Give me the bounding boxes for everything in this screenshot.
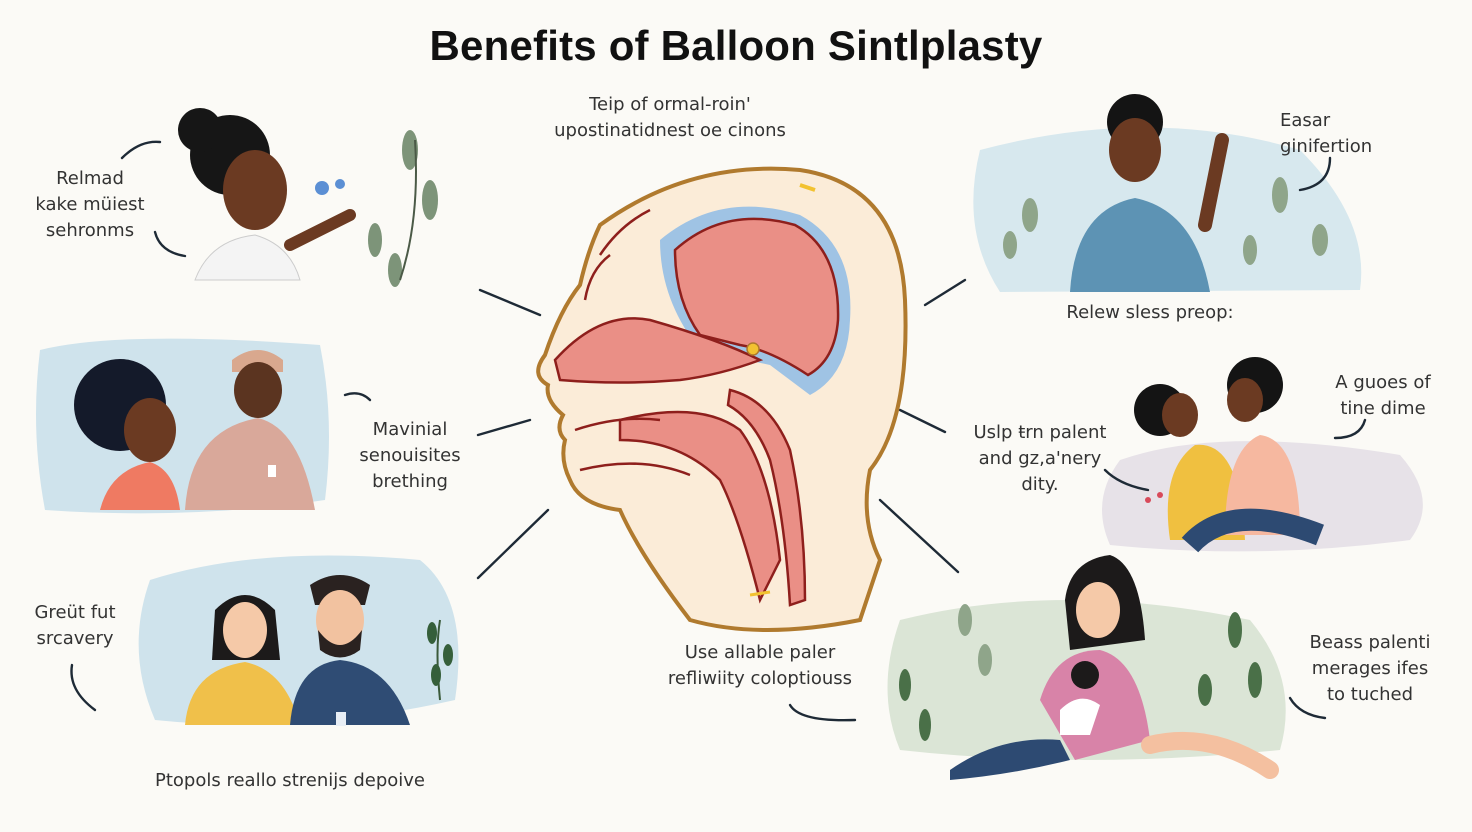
illustration-couple-laughing: [74, 350, 315, 510]
center-caption-line-1: Teip of ormal-roin': [589, 94, 751, 115]
benefit-caption-top-right: Relew sless preop:: [1040, 300, 1260, 326]
benefit-text: senouisites: [359, 445, 461, 466]
pituitary-gland: [746, 342, 760, 356]
benefit-text: Greüt fut: [34, 602, 116, 623]
benefit-text: Ptopols reallo strenijs depoive: [155, 770, 425, 791]
benefit-caption-bottom-left: Ptopols reallo strenijs depoive: [130, 768, 450, 794]
benefit-text: Mavinial: [372, 419, 448, 440]
benefit-text: srcavery: [36, 628, 114, 649]
benefit-label-top-left: Relmad kake müiest sehronms: [20, 166, 160, 244]
benefit-text: kake müiest: [35, 194, 145, 215]
benefit-text: Beass palenti: [1309, 632, 1431, 653]
benefit-label-mid-right: Uslp ŧrn palent and gz,a'nery dity.: [955, 420, 1125, 498]
benefit-text: Relew sless preop:: [1066, 302, 1234, 323]
benefit-text: and gz,a'nery: [978, 448, 1102, 469]
illustration-mother-and-child-sitting: [899, 555, 1279, 780]
head-cross-section-illustration: [536, 166, 908, 632]
benefit-text: Relmad: [56, 168, 124, 189]
illustration-woman-smelling-flowers: [178, 108, 438, 287]
benefit-text: Uslp ŧrn palent: [973, 422, 1107, 443]
benefit-text: Easar: [1280, 110, 1331, 131]
benefit-text: to tuched: [1326, 684, 1414, 705]
benefit-label-bottom-right: Beass palenti merages ifes to tuched: [1290, 630, 1450, 708]
benefit-text: merages ifes: [1311, 658, 1429, 679]
benefit-label-bottom-center: Use allable paler refliwiity coloptiouss: [640, 640, 880, 692]
illustration-couple-with-badge: [185, 575, 453, 726]
connector-lines: [70, 140, 1367, 722]
benefit-label-mid-right-2: A guoes of tine dime: [1318, 370, 1448, 422]
benefit-text: A guoes of: [1335, 372, 1431, 393]
benefit-label-bottom-left: Greüt fut srcavery: [15, 600, 135, 652]
benefit-text: refliwiity coloptiouss: [667, 668, 853, 689]
vignette-bg-top-right: [973, 127, 1362, 292]
benefit-text: tine dime: [1340, 398, 1426, 419]
benefit-text: Use allable paler: [684, 642, 836, 663]
throat-airway: [618, 410, 782, 604]
benefit-text: sehronms: [45, 220, 135, 241]
benefit-label-mid-left: Mavinial senouisites brething: [335, 417, 485, 495]
benefit-text: ginifertion: [1280, 136, 1373, 157]
center-caption: Teip of ormal-roin' upostinatidnest oe c…: [520, 92, 820, 144]
benefit-text: brething: [372, 471, 448, 492]
illustration-man-waving: [1003, 94, 1328, 292]
center-caption-line-2: upostinatidnest oe cinons: [554, 120, 786, 141]
brain: [673, 217, 840, 377]
illustration-two-people-hugging: [1134, 357, 1324, 553]
esophagus: [726, 388, 807, 607]
nasal-cavity: [553, 317, 764, 384]
page-title: Benefits of Balloon Sintlplasty: [429, 22, 1043, 69]
benefit-text: dity.: [1021, 474, 1059, 495]
benefit-label-top-right: Easar ginifertion: [1280, 108, 1420, 160]
